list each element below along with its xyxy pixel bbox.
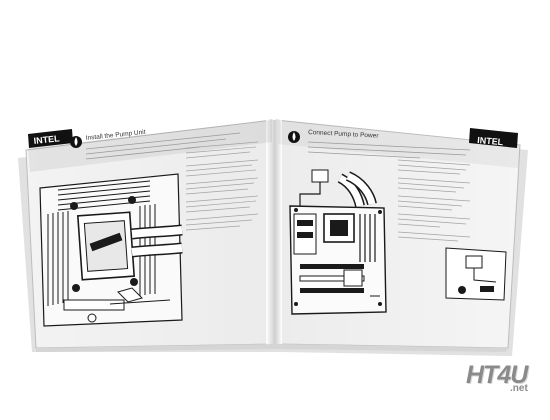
left-badge: INTEL [33,133,60,146]
pump-illustration [39,173,183,327]
watermark-logo: HT4U .net [466,362,546,394]
left-step-icon [70,136,82,148]
left-body-text [185,141,259,231]
right-badge: INTEL [477,135,504,147]
right-heading: Connect Pump to Power [308,129,380,140]
motherboard-illustration [289,169,387,315]
right-body-text [397,159,471,242]
right-badge-box [469,128,518,148]
right-step-icon [288,131,300,143]
connector-inset [445,247,507,301]
left-badge-box [28,129,73,148]
watermark-main: HT4U [466,361,528,389]
left-intro-text [85,132,241,160]
watermark-sub: .net [510,383,528,394]
right-intro-text [307,141,471,159]
